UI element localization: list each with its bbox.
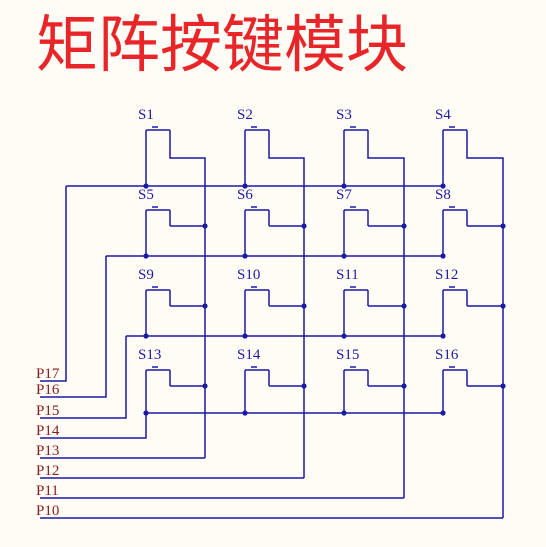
junction-dot bbox=[500, 223, 506, 229]
switch-label: S1 bbox=[138, 107, 154, 123]
switch-label: S6 bbox=[237, 187, 253, 203]
port-wire-p17 bbox=[40, 186, 67, 382]
column-bus-2 bbox=[268, 140, 305, 478]
switch-s10: S10 bbox=[237, 267, 270, 300]
switch-label: S4 bbox=[435, 107, 451, 123]
switch-label: S7 bbox=[336, 187, 352, 203]
switch-label: S9 bbox=[138, 267, 154, 283]
switch-label: S11 bbox=[336, 267, 359, 283]
switch-label: S8 bbox=[435, 187, 451, 203]
switch-label: S15 bbox=[336, 347, 359, 363]
switch-s15: S15 bbox=[336, 347, 369, 380]
switch-label: S2 bbox=[237, 107, 253, 123]
junction-dot bbox=[401, 383, 407, 389]
junction-dot bbox=[301, 383, 307, 389]
junction-dot bbox=[500, 383, 506, 389]
junction-dot bbox=[202, 223, 208, 229]
column-bus-1 bbox=[169, 140, 206, 458]
switch-s5: S5 bbox=[138, 187, 171, 220]
switch-s1: S1 bbox=[138, 107, 171, 140]
switch-label: S13 bbox=[138, 347, 161, 363]
port-label-p13: P13 bbox=[36, 443, 59, 459]
junction-dot bbox=[401, 223, 407, 229]
port-label-p17: P17 bbox=[36, 366, 60, 382]
switch-s2: S2 bbox=[237, 107, 270, 140]
port-label-p11: P11 bbox=[36, 483, 59, 499]
switch-s11: S11 bbox=[336, 267, 369, 300]
junction-dot bbox=[500, 303, 506, 309]
switch-label: S16 bbox=[435, 347, 459, 363]
switch-s13: S13 bbox=[138, 347, 171, 380]
junction-dot bbox=[202, 383, 208, 389]
column-bus-3 bbox=[367, 140, 405, 498]
switch-s9: S9 bbox=[138, 267, 171, 300]
switch-label: S10 bbox=[237, 267, 260, 283]
switch-s12: S12 bbox=[435, 267, 468, 300]
switch-s3: S3 bbox=[336, 107, 369, 140]
junction-dot bbox=[301, 223, 307, 229]
junction-dot bbox=[401, 303, 407, 309]
switch-label: S3 bbox=[336, 107, 352, 123]
switch-label: S5 bbox=[138, 187, 154, 203]
port-label-p10: P10 bbox=[36, 503, 59, 519]
switch-s4: S4 bbox=[435, 107, 468, 140]
switch-label: S12 bbox=[435, 267, 458, 283]
switch-s16: S16 bbox=[435, 347, 468, 380]
switch-label: S14 bbox=[237, 347, 261, 363]
port-label-p12: P12 bbox=[36, 463, 59, 479]
switch-s6: S6 bbox=[237, 187, 270, 220]
port-label-p14: P14 bbox=[36, 423, 60, 439]
junction-dot bbox=[301, 303, 307, 309]
port-wire-p15 bbox=[40, 336, 127, 419]
port-wire-p16 bbox=[40, 256, 107, 398]
page-title: 矩阵按键模块 bbox=[36, 8, 408, 81]
junction-dot bbox=[202, 303, 208, 309]
port-label-p15: P15 bbox=[36, 403, 59, 419]
switch-s7: S7 bbox=[336, 187, 369, 220]
switch-s14: S14 bbox=[237, 347, 270, 380]
column-bus-4 bbox=[466, 140, 504, 518]
port-label-p16: P16 bbox=[36, 382, 60, 398]
switch-s8: S8 bbox=[435, 187, 468, 220]
wiring bbox=[40, 140, 506, 519]
port-wire-p14 bbox=[40, 413, 147, 439]
